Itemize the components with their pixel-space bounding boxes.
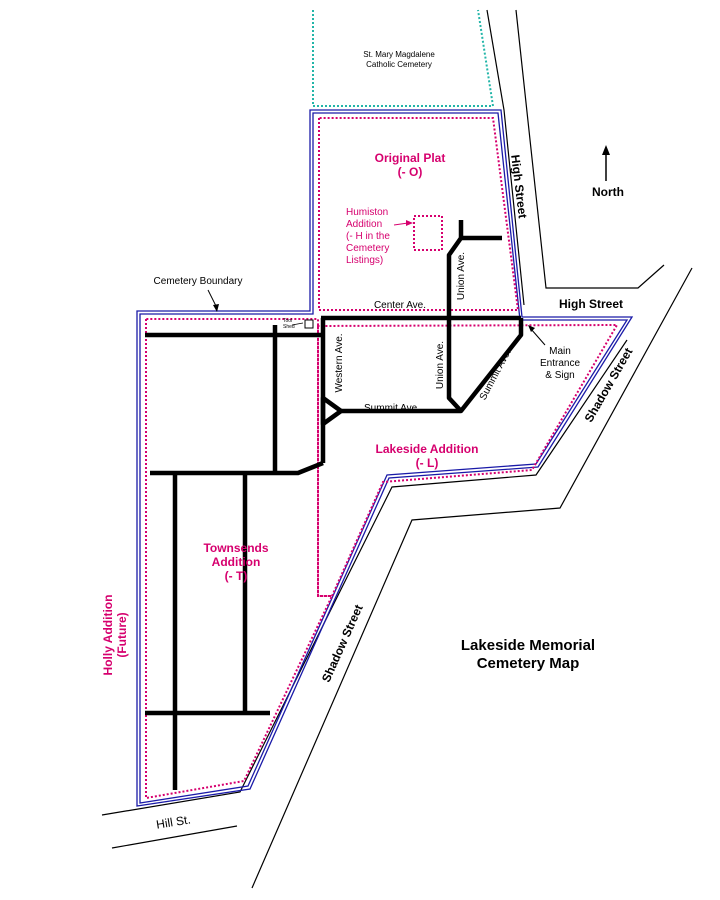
hill-st-south-edge <box>111 825 238 849</box>
main-entrance-label-1: Main <box>549 346 571 357</box>
western-ave-label: Western Ave. <box>334 333 345 392</box>
humiston-label-2: Addition <box>346 219 382 230</box>
cemetery-boundary-label: Cemetery Boundary <box>154 276 243 287</box>
center-ave-label: Center Ave. <box>374 300 426 311</box>
humiston-label-5: Listings) <box>346 255 383 266</box>
north-arrow-icon <box>602 145 610 181</box>
cemetery-boundary-outer <box>136 109 634 807</box>
townsends-addition-code: (- T) <box>225 569 248 583</box>
high-street-west-edge <box>486 9 525 306</box>
lakeside-addition-code: (- L) <box>416 456 439 470</box>
section-boundaries <box>145 117 619 800</box>
townsends-addition-label-1: Townsends <box>203 541 268 555</box>
high-street-horizontal-label: High Street <box>559 297 623 311</box>
adjacent-cemetery-boundary <box>312 9 495 107</box>
main-entrance-label-2: Entrance <box>540 358 580 369</box>
north-label: North <box>592 185 624 199</box>
cemetery-boundary-inner <box>139 112 629 804</box>
cemetery-boundary-arrowhead <box>213 304 219 312</box>
main-entrance-arrow <box>530 328 546 346</box>
lakeside-addition-label: Lakeside Addition <box>376 442 479 456</box>
high-street-east-edge <box>515 9 665 289</box>
main-entrance-arrowhead <box>528 325 535 332</box>
humiston-addition-boundary <box>413 215 443 251</box>
roads <box>145 220 524 790</box>
townsends-addition-label-2: Addition <box>212 555 261 569</box>
adjacent-cemetery-label-2: Catholic Cemetery <box>366 60 432 69</box>
summit-ave-diagonal-label: Summit Ave. <box>478 348 514 403</box>
tool-shed <box>304 319 314 329</box>
shadow-street-north-edge <box>251 267 693 889</box>
humiston-label-4: Cemetery <box>346 243 389 254</box>
union-ave-upper-label: Union Ave. <box>456 252 467 300</box>
original-plat-label: Original Plat <box>375 151 446 165</box>
cemetery-boundary <box>136 109 634 807</box>
tool-shed-label-1: Tool <box>283 318 292 324</box>
road-triangle <box>320 395 344 427</box>
humiston-label-1: Humiston <box>346 207 388 218</box>
holly-addition-label: Holly Addition <box>101 595 115 676</box>
original-plat-code: (- O) <box>398 165 423 179</box>
map-title-line-1: Lakeside Memorial <box>461 637 595 654</box>
tool-shed-arrow <box>291 322 304 326</box>
summit-ave-label: Summit Ave. <box>364 403 420 414</box>
original-plat-boundary <box>318 117 520 311</box>
tool-shed-label-2: Shed <box>283 324 295 330</box>
adjacent-cemetery-label-1: St. Mary Magdalene <box>363 50 435 59</box>
union-ave-lower-label: Union Ave. <box>435 341 446 389</box>
holly-addition-note: (Future) <box>115 612 129 657</box>
road-union-ave <box>446 220 464 413</box>
street-edges <box>101 9 693 889</box>
main-entrance-label-3: & Sign <box>545 370 574 381</box>
road-townsends-main <box>150 460 324 476</box>
hill-st-label: Hill St. <box>155 812 191 831</box>
holly-addition-group: Holly Addition (Future) <box>101 595 129 676</box>
humiston-arrowhead <box>406 220 413 226</box>
humiston-label-3: (- H in the <box>346 231 390 242</box>
road-summit-ave <box>341 318 524 414</box>
shadow-street-south-edge <box>101 339 628 816</box>
map-title-line-2: Cemetery Map <box>477 655 580 672</box>
humiston-arrow <box>393 222 409 226</box>
